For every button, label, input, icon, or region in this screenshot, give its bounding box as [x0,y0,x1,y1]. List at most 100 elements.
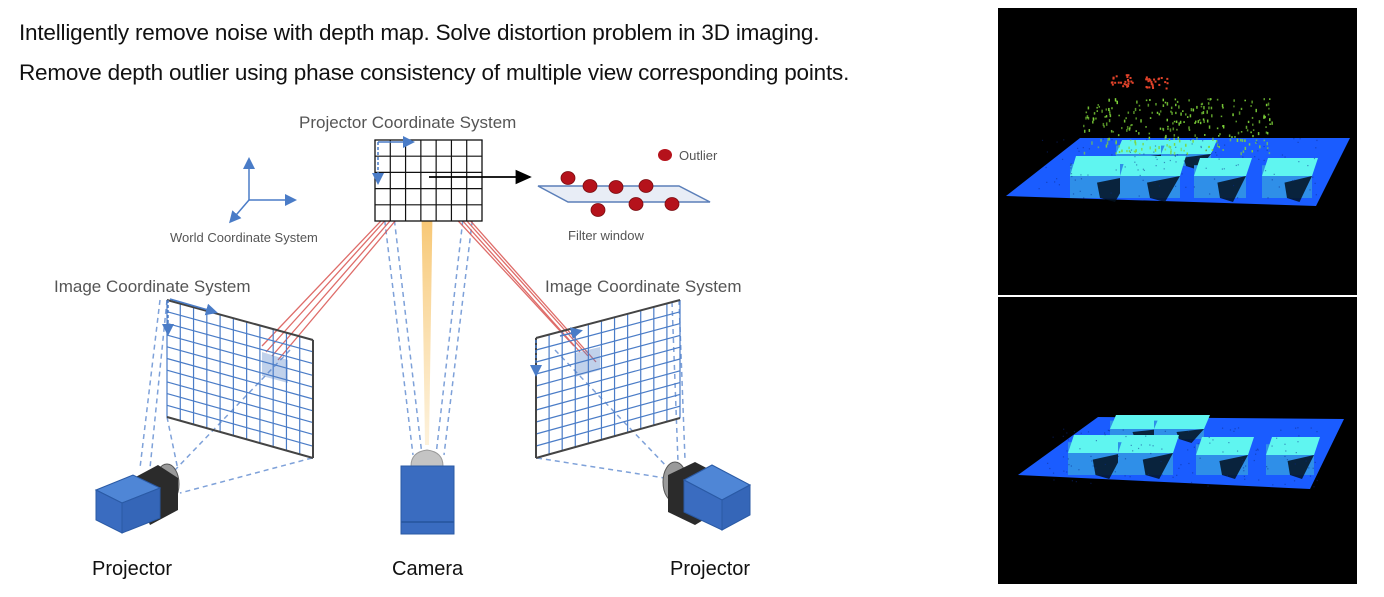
noise-point [1222,125,1224,128]
noise-point [1250,105,1252,107]
noise-point [1146,86,1149,89]
plane-speckle [1143,153,1145,155]
noise-point [1131,81,1134,84]
box-shadow [1217,176,1246,202]
noise-point [1156,111,1159,114]
noise-point [1134,140,1136,144]
plane-speckle [1205,149,1208,151]
world-coordinate-system-label: World Coordinate System [170,230,318,245]
noise-point [1148,78,1151,81]
noise-point [1087,116,1090,120]
plane-speckle [1163,161,1166,164]
noise-point [1123,82,1126,85]
plane-speckle [1095,467,1097,469]
noise-point [1258,120,1261,124]
plane-speckle [1256,141,1258,143]
noise-point [1083,124,1085,128]
noise-point [1147,103,1150,107]
noise-point [1166,102,1169,106]
plane-speckle [1263,145,1265,148]
plane-speckle [1273,173,1275,175]
noise-point [1188,126,1190,130]
plane-speckle [1078,469,1080,471]
plane-speckle [1176,154,1179,156]
box-top [1110,415,1166,429]
noise-point [1125,117,1127,120]
plane-speckle [1090,482,1092,484]
plane-speckle [1115,169,1117,171]
noise-point [1103,125,1105,128]
plane-speckle [1058,184,1060,186]
noise-point [1265,126,1267,128]
noise-point [1184,144,1187,147]
plane-speckle [1191,143,1193,145]
camera-beam [421,180,433,445]
noise-point [1259,145,1261,149]
plane-speckle [1258,479,1260,481]
plane-speckle [1073,430,1076,433]
plane-speckle [1163,168,1165,170]
noise-point [1134,107,1137,112]
noise-point [1093,112,1096,115]
noise-point [1201,102,1204,106]
plane-speckle [1108,430,1111,432]
noise-point [1131,124,1133,126]
plane-speckle [1174,185,1177,187]
plane-speckle [1052,436,1054,438]
noise-point [1096,106,1098,109]
noise-point [1192,108,1195,112]
box-shadow [1284,176,1312,202]
image-coordinate-system-label-left: Image Coordinate System [54,277,251,296]
noise-point [1176,128,1178,131]
noise-point [1188,99,1190,102]
noise-point [1204,134,1206,136]
plane-speckle [1254,156,1256,158]
plane-speckle [1046,181,1048,183]
noise-point [1154,80,1157,83]
device-label-right: Projector [670,558,750,580]
noise-point [1126,126,1129,130]
noise-point [1167,128,1169,130]
plane-speckle [1297,441,1299,443]
noise-point [1121,127,1123,130]
noise-point [1170,110,1172,113]
noise-point [1130,124,1132,127]
noise-point [1233,105,1235,108]
plane-speckle [1298,161,1300,163]
plane-speckle [1293,138,1295,140]
plane-speckle [1092,465,1094,467]
noise-point [1133,111,1135,115]
noise-point [1168,145,1170,148]
plane-speckle [1193,186,1196,188]
plane-speckle [1188,430,1190,433]
plane-speckle [1161,448,1163,450]
plane-speckle [1158,185,1160,187]
point-cloud-render-clean [1018,415,1344,489]
plane-speckle [1308,467,1310,469]
noise-point [1083,129,1086,133]
plane-speckle [1066,471,1068,473]
plane-speckle [1080,174,1082,176]
plane-speckle [1063,470,1065,472]
plane-speckle [1038,188,1040,190]
noise-point [1162,98,1165,102]
camera-view-dashes [374,139,483,456]
noise-point [1251,116,1254,119]
noise-point [1221,103,1224,108]
plane-speckle [1294,463,1296,465]
noise-point [1217,135,1220,137]
box-top [1154,415,1210,429]
box-shadow [1142,453,1173,479]
plane-speckle [1267,197,1269,199]
plane-speckle [1271,445,1273,447]
noise-point [1263,116,1265,120]
plane-speckle [1186,153,1188,156]
noise-point [1257,132,1260,136]
noise-point [1175,120,1178,123]
plane-speckle [1242,467,1245,469]
noise-point [1244,146,1247,151]
outlier-point [664,197,680,211]
noise-point [1115,75,1118,78]
noise-point [1178,105,1180,109]
plane-speckle [1080,432,1082,434]
